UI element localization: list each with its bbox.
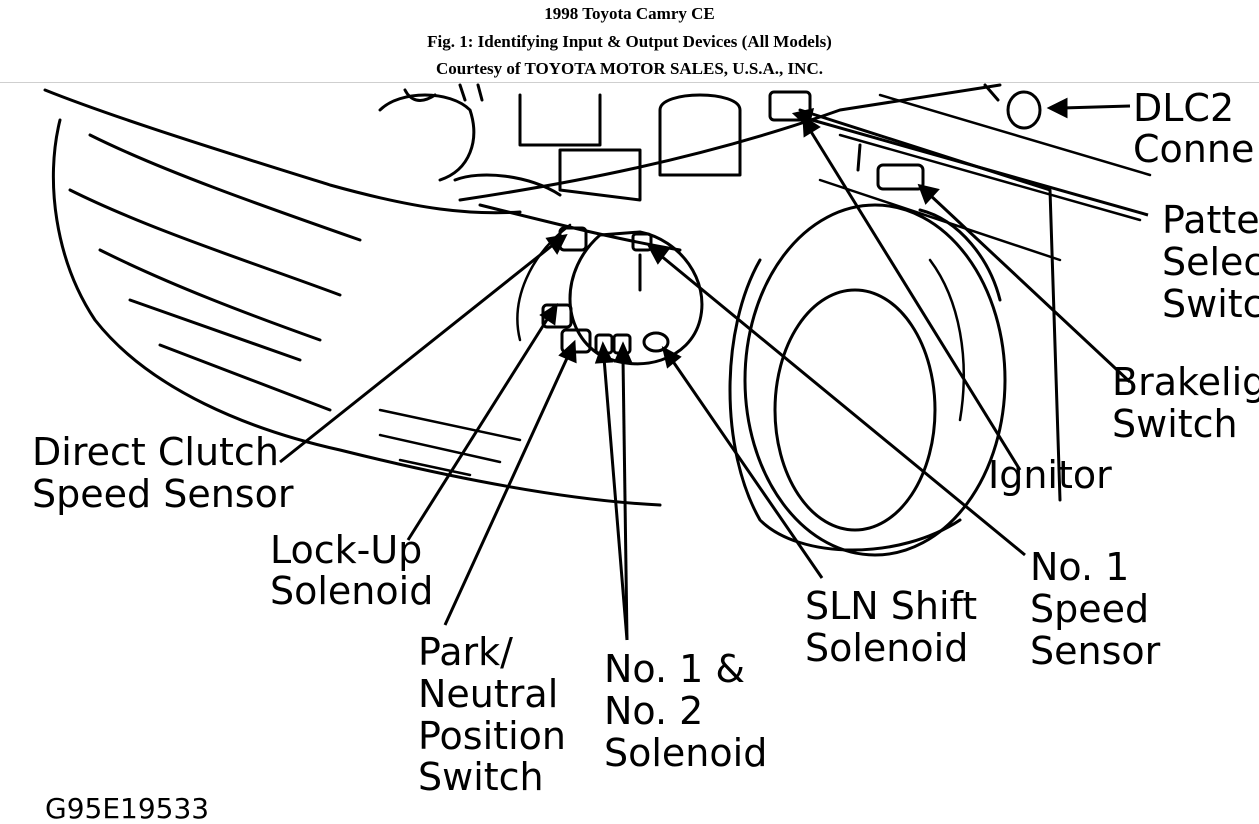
- label-brakelight-line2: Switch: [1112, 402, 1238, 446]
- figure-caption: Fig. 1: Identifying Input & Output Devic…: [427, 32, 832, 51]
- label-direct-clutch-line2: Speed Sensor: [32, 472, 294, 516]
- label-park-line4: Switch: [418, 755, 544, 799]
- label-pattern-line3: Switc: [1162, 282, 1259, 326]
- label-ignitor: Ignitor: [988, 453, 1112, 497]
- label-park-line3: Position: [418, 714, 566, 758]
- label-speed1-line1: No. 1: [1030, 545, 1129, 589]
- label-lockup-line1: Lock-Up: [270, 528, 422, 572]
- courtesy-line: Courtesy of TOYOTA MOTOR SALES, U.S.A., …: [436, 59, 823, 78]
- label-no1-no2-solenoid: No. 1 & No. 2 Solenoid: [604, 647, 767, 775]
- label-pattern-line1: Patte: [1162, 198, 1259, 242]
- label-pattern-select-switch: Patte Selec Switc: [1162, 198, 1259, 326]
- label-direct-clutch-speed-sensor: Direct Clutch Speed Sensor: [32, 430, 294, 516]
- leader-lines: [279, 97, 1149, 641]
- figure-code: G95E19533: [45, 792, 209, 824]
- label-pattern-line2: Selec: [1162, 240, 1259, 284]
- label-park-line2: Neutral: [418, 672, 558, 716]
- label-no1-speed-sensor: No. 1 Speed Sensor: [1030, 545, 1161, 673]
- label-solenoid12-line1: No. 1 &: [604, 647, 745, 691]
- label-park-line1: Park/: [418, 630, 513, 674]
- label-ignitor-line1: Ignitor: [988, 453, 1112, 497]
- label-dlc2-line1: DLC2: [1133, 86, 1234, 130]
- label-brakelight-switch: Brakelig Switch: [1112, 360, 1259, 446]
- label-dlc2-line2: Conne: [1133, 127, 1254, 171]
- label-sln-shift-solenoid: SLN Shift Solenoid: [805, 584, 977, 670]
- label-direct-clutch-line1: Direct Clutch: [32, 430, 279, 474]
- label-park-neutral-switch: Park/ Neutral Position Switch: [418, 630, 566, 799]
- label-sln-line2: Solenoid: [805, 626, 968, 670]
- label-sln-line1: SLN Shift: [805, 584, 977, 628]
- label-brakelight-line1: Brakelig: [1112, 360, 1259, 404]
- label-speed1-line2: Speed: [1030, 587, 1149, 631]
- vehicle-drawing: [43, 83, 1152, 557]
- label-solenoid12-line3: Solenoid: [604, 731, 767, 775]
- page-header: 1998 Toyota Camry CE Fig. 1: Identifying…: [0, 0, 1259, 83]
- label-lockup-solenoid: Lock-Up Solenoid: [270, 528, 433, 613]
- label-solenoid12-line2: No. 2: [604, 689, 703, 733]
- page-title: 1998 Toyota Camry CE: [544, 4, 715, 23]
- label-speed1-line3: Sensor: [1030, 629, 1161, 673]
- label-dlc2: DLC2 Conne: [1133, 86, 1254, 171]
- label-lockup-line2: Solenoid: [270, 569, 433, 613]
